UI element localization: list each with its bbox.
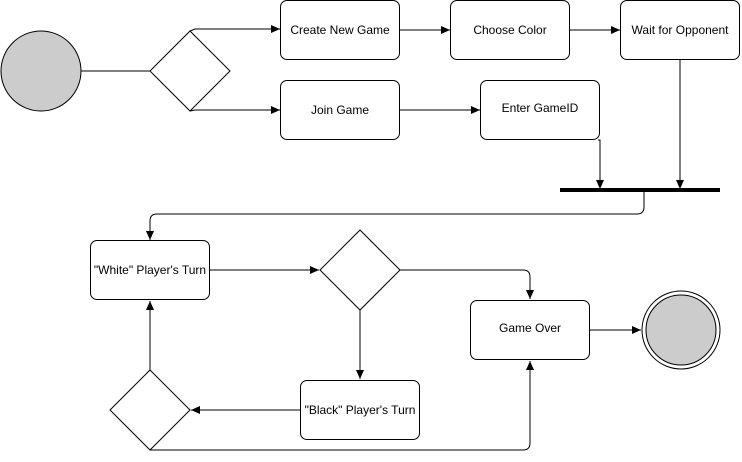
node-wait-for-opponent: Wait for Opponent xyxy=(620,0,740,60)
arrow-black-decision-to-game-over xyxy=(150,361,534,451)
node-choose-color-label: Choose Color xyxy=(473,23,547,37)
arrow-decision-to-join-game xyxy=(189,106,280,114)
node-enter-game-id-label: Enter GameID xyxy=(501,101,579,115)
start-node xyxy=(0,30,82,112)
arrow-white-decision-to-game-over xyxy=(400,269,534,299)
end-node-inner xyxy=(645,294,717,366)
node-wait-for-opponent-label: Wait for Opponent xyxy=(631,23,729,37)
node-game-over-label: Game Over xyxy=(498,321,561,335)
node-choose-color: Choose Color xyxy=(450,0,570,60)
node-white-turn: "White" Player's Turn xyxy=(90,240,210,300)
node-white-turn-label: "White" Player's Turn xyxy=(93,263,207,277)
decision-diamond-black xyxy=(109,369,191,451)
arrow-decision-to-create-game xyxy=(189,25,280,33)
arrow-enter-id-to-sync-bar xyxy=(596,139,604,189)
decision-diamond-white xyxy=(319,229,401,311)
node-game-over: Game Over xyxy=(470,300,590,360)
node-join-game-label: Join Game xyxy=(310,103,370,117)
node-join-game: Join Game xyxy=(280,80,400,140)
node-enter-game-id: Enter GameID xyxy=(480,80,600,140)
node-create-new-game: Create New Game xyxy=(280,0,400,60)
decision-diamond-start xyxy=(149,30,231,112)
arrow-sync-to-white-turn xyxy=(146,191,645,240)
node-create-new-game-label: Create New Game xyxy=(290,23,390,37)
node-black-turn: "Black" Player's Turn xyxy=(300,380,420,440)
node-black-turn-label: "Black" Player's Turn xyxy=(304,403,416,417)
